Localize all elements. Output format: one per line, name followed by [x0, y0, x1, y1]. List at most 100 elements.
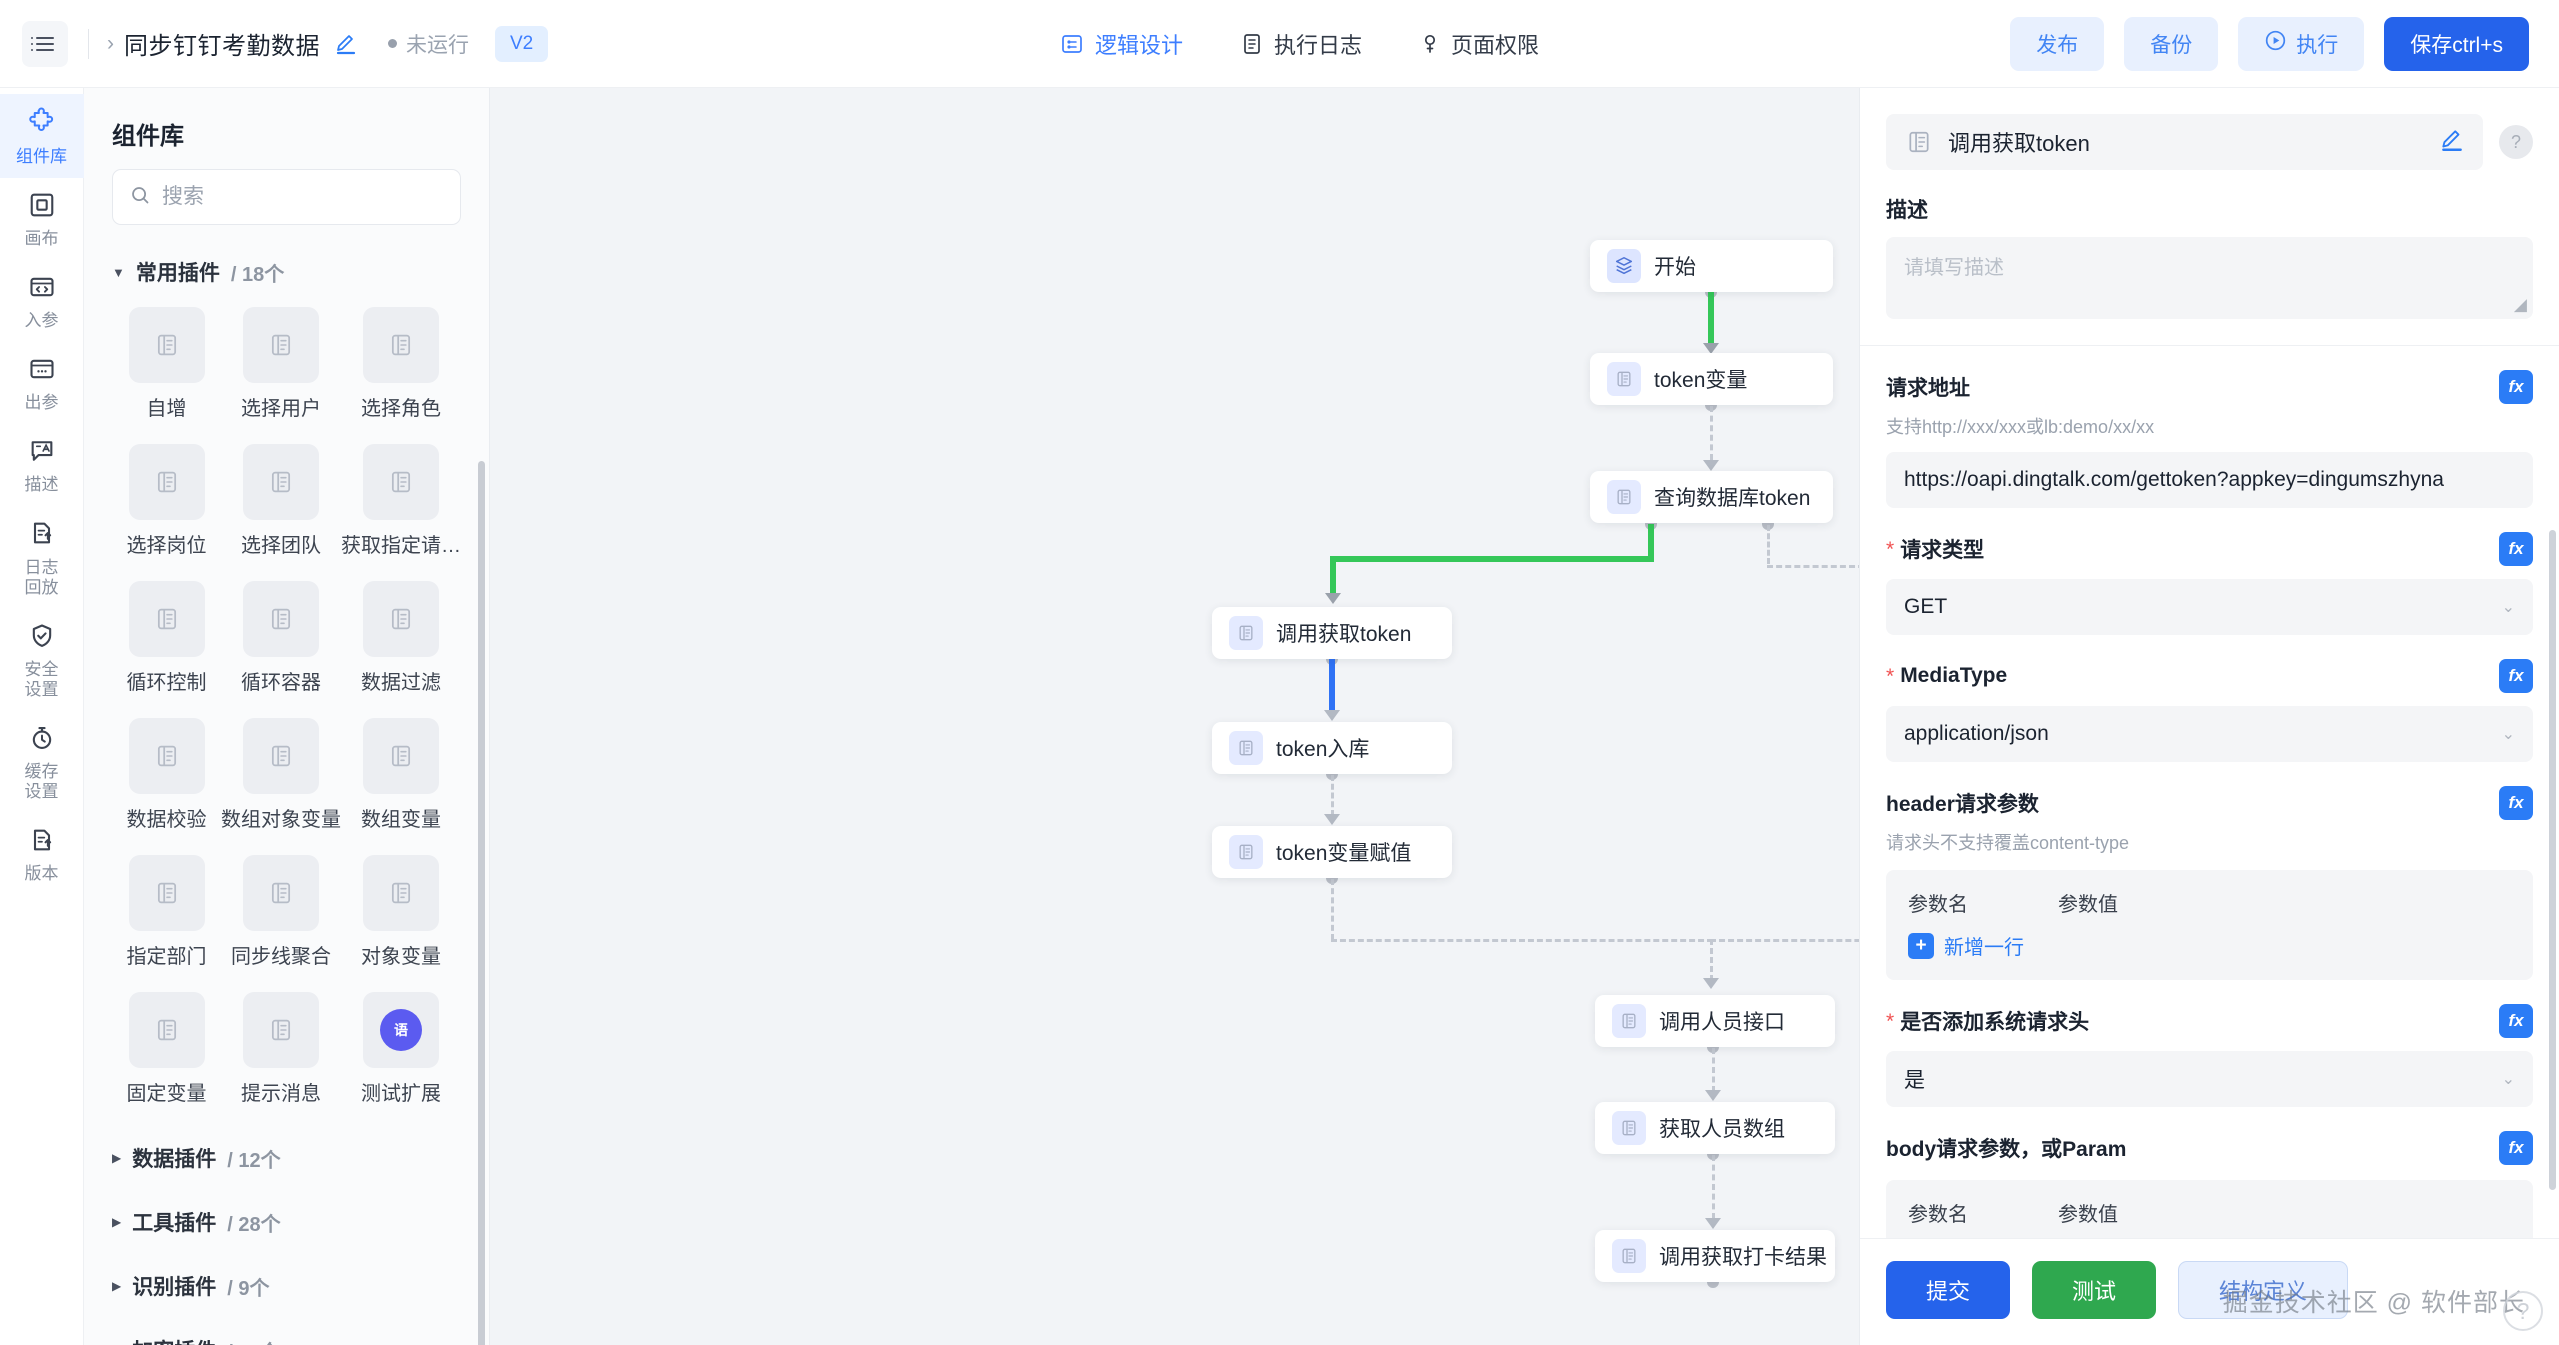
flow-node[interactable]: 调用人员接口: [1595, 995, 1835, 1047]
tab-page-permission[interactable]: 页面权限: [1420, 0, 1539, 88]
add-row-label: 新增一行: [1944, 937, 2024, 959]
plugin-item[interactable]: 选择岗位: [112, 438, 221, 570]
flow-node[interactable]: 开始: [1590, 240, 1833, 292]
flow-node[interactable]: 查询数据库token: [1590, 471, 1833, 523]
tab-execution-log[interactable]: 执行日志: [1241, 0, 1362, 88]
plugin-item[interactable]: 同步线聚合: [221, 849, 341, 981]
search-box[interactable]: [112, 169, 461, 225]
fx-button[interactable]: fx: [2499, 370, 2533, 404]
plugin-item[interactable]: 数组变量: [341, 712, 461, 844]
struct-definition-button[interactable]: 结构定义: [2178, 1261, 2349, 1319]
puzzle-icon: [27, 107, 57, 142]
group-header-common-plugins[interactable]: ▼ 常用插件 / 18个: [112, 247, 461, 301]
resize-handle-icon[interactable]: ◢: [2513, 295, 2527, 314]
rail-item-log-replay[interactable]: 日志 回放: [0, 506, 84, 608]
url-input[interactable]: https://oapi.dingtalk.com/gettoken?appke…: [1886, 452, 2533, 508]
save-button[interactable]: 保存ctrl+s: [2384, 16, 2529, 71]
plugin-item[interactable]: 获取指定请…: [341, 438, 461, 570]
rail-item-cache-settings[interactable]: 缓存 设置: [0, 711, 84, 813]
plugin-item-label: 指定部门: [126, 946, 207, 968]
group-header-recognition-plugins[interactable]: ▶ 识别插件 / 9个: [112, 1254, 461, 1318]
properties-panel-scrollbar[interactable]: [2549, 530, 2556, 1190]
node-name-field[interactable]: 调用获取token: [1886, 114, 2483, 170]
flow-canvas[interactable]: 开始 token变量查询数据库token 调用获取token token入库 token…: [490, 88, 1859, 1345]
fx-button[interactable]: fx: [2499, 659, 2533, 693]
group-header-tool-plugins[interactable]: ▶ 工具插件 / 28个: [112, 1190, 461, 1254]
url-label: 请求地址: [1886, 377, 1970, 400]
rail-item-version[interactable]: 版本: [0, 813, 84, 895]
edge-get-person-array-to-get-punch-result: [1712, 1155, 1715, 1219]
test-button[interactable]: 测试: [2032, 1261, 2157, 1319]
rail-item-component-library[interactable]: 组件库: [0, 94, 84, 179]
add-header-row-button[interactable]: + 新增一行: [1908, 931, 2511, 960]
flow-node[interactable]: 调用获取打卡结果: [1595, 1230, 1835, 1282]
plugin-icon: [243, 581, 319, 657]
plugin-item[interactable]: 选择用户: [221, 301, 341, 433]
rail-item-output-params[interactable]: 出参: [0, 342, 84, 424]
group-name: 加密插件: [132, 1335, 216, 1345]
system-header-select[interactable]: 是 ⌄: [1886, 1051, 2533, 1107]
plugin-item[interactable]: 提示消息: [221, 986, 341, 1118]
rail-item-input-params[interactable]: 入参: [0, 260, 84, 342]
method-select[interactable]: GET ⌄: [1886, 579, 2533, 635]
hamburger-menu-icon[interactable]: [22, 20, 68, 67]
component-library-scrollbar[interactable]: [478, 461, 485, 1345]
plugin-item[interactable]: 指定部门: [112, 849, 221, 981]
rail-item-description[interactable]: 描述: [0, 424, 84, 506]
edit-node-name-icon[interactable]: [2439, 127, 2465, 158]
flow-node[interactable]: 调用获取token: [1212, 607, 1452, 659]
search-icon: [129, 184, 151, 211]
plugin-item[interactable]: 自增: [112, 301, 221, 433]
plugin-icon: [1904, 127, 1934, 157]
group-header-data-plugins[interactable]: ▶ 数据插件 / 12个: [112, 1126, 461, 1190]
flow-node[interactable]: token变量: [1590, 353, 1833, 405]
plugin-item[interactable]: 数组对象变量: [221, 712, 341, 844]
plugin-item[interactable]: 选择角色: [341, 301, 461, 433]
plugin-item[interactable]: 循环容器: [221, 575, 341, 707]
plugin-item[interactable]: 数据校验: [112, 712, 221, 844]
description-textarea[interactable]: 请填写描述 ◢: [1886, 237, 2533, 319]
fx-button[interactable]: fx: [2499, 1131, 2533, 1165]
plugin-item[interactable]: 固定变量: [112, 986, 221, 1118]
plugin-item[interactable]: 语测试扩展: [341, 986, 461, 1118]
plugin-item[interactable]: 循环控制: [112, 575, 221, 707]
fx-button[interactable]: fx: [2499, 532, 2533, 566]
plus-icon: +: [1908, 932, 1934, 959]
breadcrumb-chevron-icon: ›: [107, 32, 114, 55]
backup-button[interactable]: 备份: [2124, 16, 2219, 71]
tab-logic-design[interactable]: 逻辑设计: [1060, 0, 1183, 88]
group-header-encryption-plugins[interactable]: ▶ 加密插件 / 11个: [112, 1318, 461, 1345]
description-icon: [28, 437, 56, 470]
rail-item-security-settings[interactable]: 安全 设置: [0, 609, 84, 711]
canvas-square-icon: [28, 191, 56, 224]
plugin-item-label: 选择角色: [361, 398, 441, 420]
rail-item-canvas[interactable]: 画布: [0, 178, 84, 260]
publish-button[interactable]: 发布: [2010, 16, 2105, 71]
plugin-item[interactable]: 选择团队: [221, 438, 341, 570]
plugin-item[interactable]: 对象变量: [341, 849, 461, 981]
submit-button[interactable]: 提交: [1886, 1261, 2011, 1319]
version-badge[interactable]: V2: [495, 25, 549, 62]
fx-button[interactable]: fx: [2499, 1004, 2533, 1038]
key-icon: [1420, 32, 1440, 56]
flow-node[interactable]: token入库: [1212, 722, 1452, 774]
plugin-item-label: 提示消息: [241, 1083, 321, 1105]
media-type-label: MediaType: [1900, 664, 2008, 687]
flow-node[interactable]: 获取人员数组: [1595, 1102, 1835, 1154]
media-type-select[interactable]: application/json ⌄: [1886, 706, 2533, 762]
plugin-item-label: 选择用户: [241, 398, 321, 420]
flow-node[interactable]: token变量赋值: [1212, 826, 1452, 878]
fx-button[interactable]: fx: [2499, 786, 2533, 820]
search-input[interactable]: [162, 185, 444, 209]
execute-button[interactable]: 执行: [2238, 16, 2365, 71]
execute-button-label: 执行: [2296, 33, 2339, 57]
plugin-icon: [1612, 1111, 1646, 1145]
question-icon[interactable]: ?: [2499, 125, 2533, 159]
plugin-icon: [128, 855, 205, 931]
tab-label: 执行日志: [1274, 33, 1363, 58]
plugin-item[interactable]: 数据过滤: [341, 575, 461, 707]
edge-seg: [1330, 556, 1654, 562]
help-floating-icon[interactable]: ?: [2503, 1291, 2543, 1331]
plugin-item-label: 循环控制: [126, 672, 207, 694]
edit-title-icon[interactable]: [334, 32, 358, 56]
